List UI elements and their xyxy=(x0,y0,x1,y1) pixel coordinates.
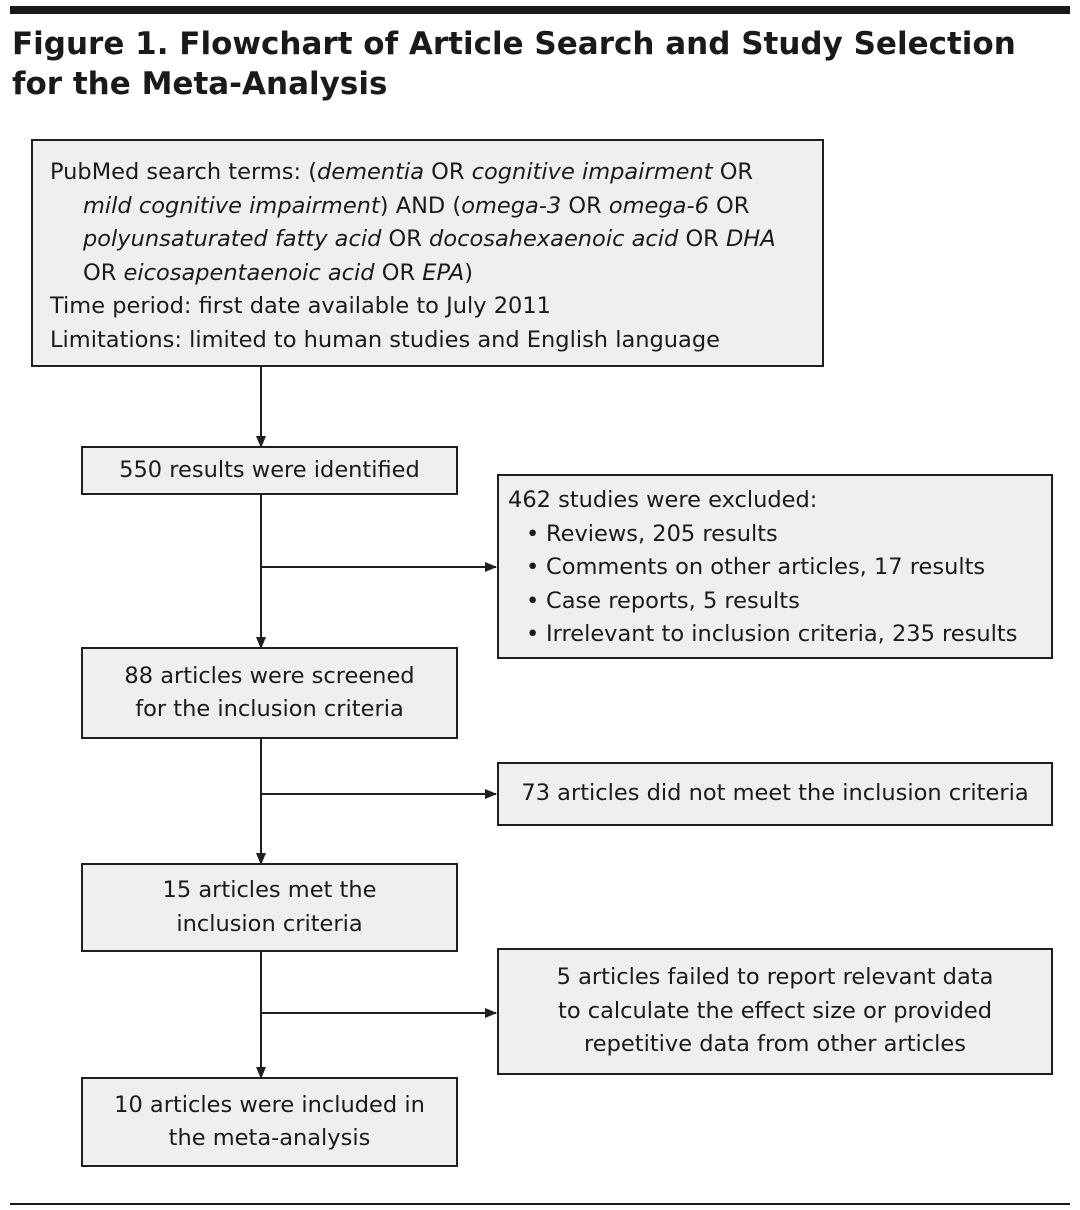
excluded-item-label: Irrelevant to inclusion criteria, 235 re… xyxy=(546,621,1018,647)
not-met-text: 73 articles did not meet the inclusion c… xyxy=(521,780,1029,807)
excluded-item-label: Case reports, 5 results xyxy=(546,587,800,614)
search-term-text: OR xyxy=(374,259,423,286)
search-term-italic: omega-3 xyxy=(461,192,562,219)
excluded-item-label: Reviews, 205 results xyxy=(546,520,778,547)
bullet-icon: • xyxy=(526,554,540,580)
search-terms-line-1: PubMed search terms: (dementia OR cognit… xyxy=(50,156,822,190)
search-terms-line-2: mild cognitive impairment) AND (omega-3 … xyxy=(50,190,822,224)
figure-title: Figure 1. Flowchart of Article Search an… xyxy=(12,26,1016,102)
search-term-italic: DHA xyxy=(725,226,776,252)
search-terms-line-4: OR eicosapentaenoic acid OR EPA) xyxy=(50,257,822,291)
limitations-line: Limitations: limited to human studies an… xyxy=(50,326,720,353)
included-text-line-1: 10 articles were included in xyxy=(114,1091,425,1118)
excluded-item-label: Comments on other articles, 17 results xyxy=(546,554,986,580)
identified-results-box: 550 results were identified xyxy=(81,446,458,495)
search-criteria-box: PubMed search terms: (dementia OR cognit… xyxy=(31,139,824,367)
search-term-italic: docosahexaenoic acid xyxy=(429,226,679,252)
included-articles-box: 10 articles were included in the meta-an… xyxy=(81,1077,458,1167)
search-term-text: ) xyxy=(464,259,474,286)
search-term-text: OR xyxy=(83,259,124,286)
screened-text-line-2: for the inclusion criteria xyxy=(135,696,404,722)
search-term-text: PubMed search terms: ( xyxy=(50,159,317,185)
failed-text-line-3: repetitive data from other articles xyxy=(584,1031,966,1058)
time-period-line: Time period: first date available to Jul… xyxy=(50,293,551,319)
met-text-line-1: 15 articles met the xyxy=(162,877,377,903)
included-text-line-2: the meta-analysis xyxy=(168,1125,371,1151)
screened-articles-box: 88 articles were screened for the inclus… xyxy=(81,647,458,739)
met-text-line-2: inclusion criteria xyxy=(176,910,363,937)
failed-report-box: 5 articles failed to report relevant dat… xyxy=(497,948,1053,1075)
search-term-italic: dementia xyxy=(316,159,424,185)
search-term-italic: mild cognitive impairment xyxy=(83,192,380,219)
search-term-italic: omega-6 xyxy=(608,192,709,219)
excluded-item-irrelevant: •Irrelevant to inclusion criteria, 235 r… xyxy=(508,618,1051,652)
excluded-studies-box: 462 studies were excluded: •Reviews, 205… xyxy=(497,474,1053,659)
bottom-rule xyxy=(10,1203,1070,1205)
identified-results-text: 550 results were identified xyxy=(119,456,420,483)
search-term-text: OR xyxy=(561,192,609,219)
search-term-text: OR xyxy=(708,192,750,219)
search-term-text: OR xyxy=(712,159,754,185)
top-rule xyxy=(10,6,1070,14)
search-term-text: OR xyxy=(381,226,430,252)
bullet-icon: • xyxy=(526,587,540,614)
bullet-icon: • xyxy=(526,621,540,647)
search-terms-line-3: polyunsaturated fatty acid OR docosahexa… xyxy=(50,223,822,257)
excluded-item-case-reports: •Case reports, 5 results xyxy=(508,585,1051,619)
failed-text-line-1: 5 articles failed to report relevant dat… xyxy=(556,964,994,991)
failed-text-line-2: to calculate the effect size or provided xyxy=(558,997,992,1024)
excluded-item-comments: •Comments on other articles, 17 results xyxy=(508,551,1051,585)
excluded-heading: 462 studies were excluded: xyxy=(508,487,818,513)
search-term-italic: cognitive impairment xyxy=(471,159,713,185)
search-term-italic: EPA xyxy=(422,259,465,286)
screened-text-line-1: 88 articles were screened xyxy=(124,662,415,689)
excluded-item-reviews: •Reviews, 205 results xyxy=(508,518,1051,552)
search-term-text: OR xyxy=(423,159,472,185)
not-met-criteria-box: 73 articles did not meet the inclusion c… xyxy=(497,762,1053,826)
search-term-italic: polyunsaturated fatty acid xyxy=(83,226,382,252)
search-term-italic: eicosapentaenoic acid xyxy=(123,259,375,286)
bullet-icon: • xyxy=(526,520,540,547)
met-criteria-box: 15 articles met the inclusion criteria xyxy=(81,863,458,952)
search-term-text: OR xyxy=(678,226,726,252)
search-term-text: ) AND ( xyxy=(379,192,462,219)
